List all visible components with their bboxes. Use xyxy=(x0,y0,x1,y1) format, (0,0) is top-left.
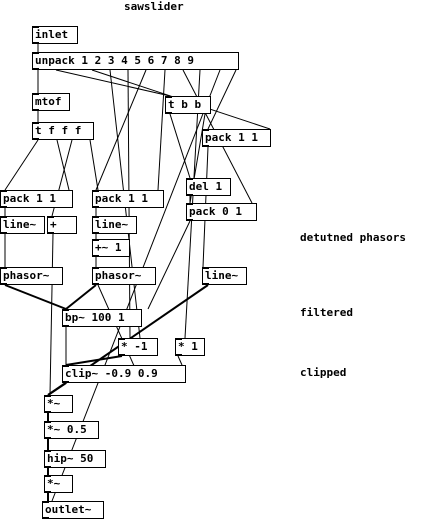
pack-0-1-object[interactable]: pack 0 1 xyxy=(186,203,257,221)
inlet-object[interactable]: inlet xyxy=(32,26,78,44)
clip-object[interactable]: clip~ -0.9 0.9 xyxy=(62,365,186,383)
mtof-object[interactable]: mtof xyxy=(32,93,70,111)
patch-cord xyxy=(207,69,237,130)
patch-cord xyxy=(95,69,147,191)
hip-object[interactable]: hip~ 50 xyxy=(44,450,106,468)
phasor-left-object[interactable]: phasor~ xyxy=(0,267,63,285)
line-right-object[interactable]: line~ xyxy=(202,267,247,285)
comment-detuned: detutned phasors xyxy=(300,231,406,244)
outlet-object[interactable]: outlet~ xyxy=(42,501,104,519)
comment-clipped: clipped xyxy=(300,366,347,379)
phasor-mid-object[interactable]: phasor~ xyxy=(92,267,156,285)
mul-neg1-object[interactable]: * -1 xyxy=(118,338,158,356)
pack-1-1-mid-object[interactable]: pack 1 1 xyxy=(92,190,164,208)
patch-cord xyxy=(49,233,54,396)
patch-cord xyxy=(157,69,166,191)
plus-object[interactable]: + xyxy=(47,216,77,234)
mul-sig-half-object[interactable]: *~ 0.5 xyxy=(44,421,99,439)
patch-cord xyxy=(89,139,99,191)
patch-cord xyxy=(147,220,191,310)
line-mid-object[interactable]: line~ xyxy=(92,216,137,234)
patch-cord xyxy=(4,139,39,191)
t-f-f-f-object[interactable]: t f f f xyxy=(32,122,94,140)
patch-cord xyxy=(47,382,67,396)
del-1-object[interactable]: del 1 xyxy=(186,178,231,196)
patch-cord xyxy=(65,284,97,310)
patch-cord xyxy=(55,69,171,97)
t-b-b-object[interactable]: t b b xyxy=(165,96,211,114)
patch-cord xyxy=(169,113,191,179)
pack-1-1-top-object[interactable]: pack 1 1 xyxy=(202,129,271,147)
patch-cord xyxy=(65,355,123,366)
patch-title: sawslider xyxy=(124,0,184,13)
comment-filtered: filtered xyxy=(300,306,353,319)
mul-sig-object[interactable]: *~ xyxy=(44,395,73,413)
unpack-object[interactable]: unpack 1 2 3 4 5 6 7 8 9 xyxy=(32,52,239,70)
plus-tilde-1-object[interactable]: +~ 1 xyxy=(92,239,130,257)
mul-1-object[interactable]: * 1 xyxy=(175,338,205,356)
bp-object[interactable]: bp~ 100 1 xyxy=(62,309,142,327)
patch-cord xyxy=(56,139,70,191)
patch-cord xyxy=(177,355,183,366)
pack-1-1-left-object[interactable]: pack 1 1 xyxy=(0,190,73,208)
line-left-object[interactable]: line~ xyxy=(0,216,45,234)
patch-cord xyxy=(4,284,67,310)
mul-sig-final-object[interactable]: *~ xyxy=(44,475,73,493)
